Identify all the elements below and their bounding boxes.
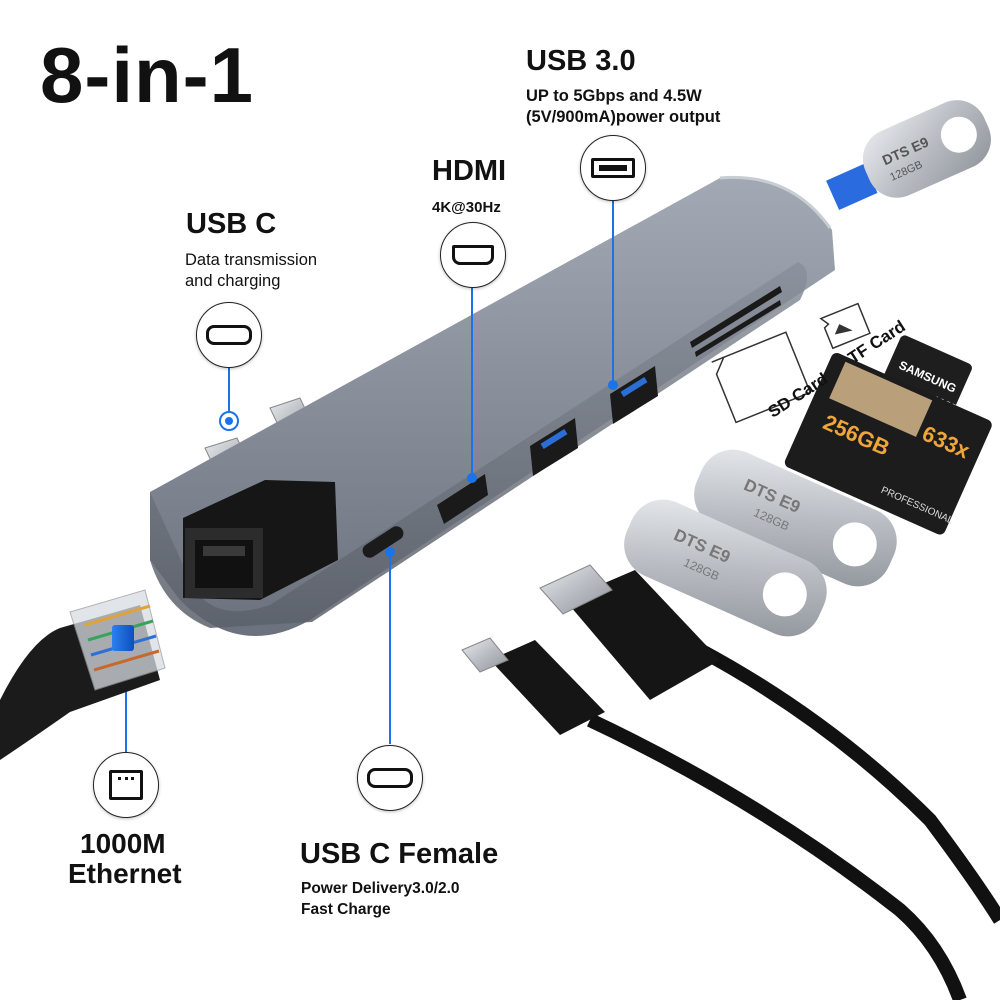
page-title: 8-in-1 <box>40 31 255 119</box>
usb-flash-drive-1: DTS E9 128GB <box>694 449 897 587</box>
ethernet-line1: 1000M <box>80 828 166 859</box>
ethernet-icon <box>93 752 159 818</box>
usbc-icon <box>196 302 262 368</box>
usbc-heading: USB C <box>186 208 277 240</box>
usb3-line1: UP to 5Gbps and 4.5W <box>526 87 702 105</box>
usb-a-icon <box>580 135 646 201</box>
usbc-cable <box>461 637 967 1000</box>
hdmi-cable <box>539 564 1000 924</box>
hdmi-heading: HDMI <box>432 155 507 187</box>
usbc-female-line1: Power Delivery3.0/2.0 <box>301 880 460 897</box>
usb-flash-drive-top: DTS E9 128GB <box>826 100 991 210</box>
rj45-cable <box>0 589 166 760</box>
hdmi-icon <box>440 222 506 288</box>
sd-card: 256GB 633x PROFESSIONAL <box>784 352 992 535</box>
usbc-female-icon <box>357 745 423 811</box>
ethernet-line2: Ethernet <box>68 858 182 889</box>
ethernet-port <box>183 480 338 600</box>
usbc-line1: Data transmission <box>185 251 318 269</box>
sd-card-outline <box>711 331 812 424</box>
usb3-line2: (5V/900mA)power output <box>526 108 721 126</box>
tf-card-outline <box>819 302 871 350</box>
usbc-line2: and charging <box>185 272 281 290</box>
usbc-female-heading: USB C Female <box>300 838 499 870</box>
hdmi-sub: 4K@30Hz <box>432 199 501 216</box>
usb-flash-drive-2: DTS E9 128GB <box>624 499 827 637</box>
usbc-female-line2: Fast Charge <box>301 901 391 918</box>
usb3-heading: USB 3.0 <box>526 45 636 77</box>
